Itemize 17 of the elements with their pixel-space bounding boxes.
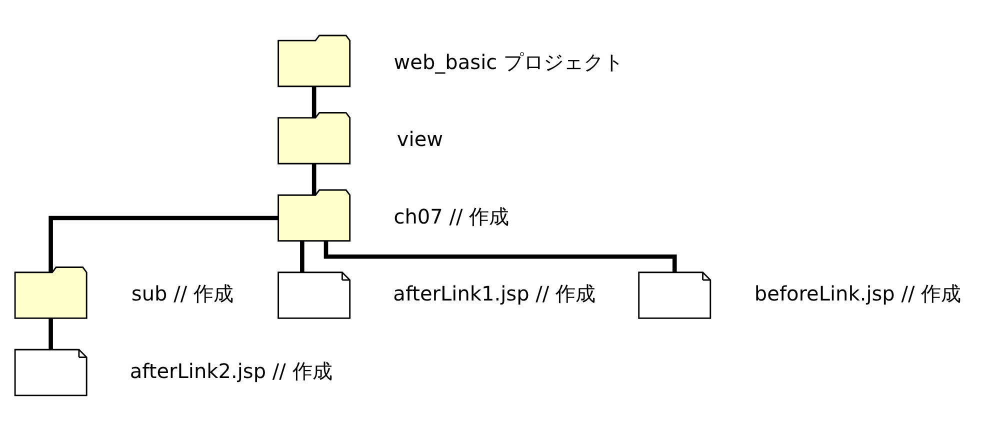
node-label: ch07 // 作成 bbox=[393, 204, 509, 228]
node-label: sub // 作成 bbox=[130, 281, 233, 306]
node-label: view bbox=[396, 126, 443, 151]
node-label: beforeLink.jsp // 作成 bbox=[754, 281, 961, 306]
node-label: afterLink2.jsp // 作成 bbox=[129, 358, 332, 382]
connector bbox=[300, 240, 304, 272]
connector bbox=[311, 86, 316, 118]
node-folder bbox=[277, 112, 350, 164]
connector bbox=[323, 240, 676, 272]
node-label: web_basic プロジェクト bbox=[393, 49, 624, 74]
connector bbox=[48, 318, 52, 349]
node-folder bbox=[277, 34, 350, 87]
connector bbox=[48, 215, 278, 272]
connector bbox=[311, 163, 316, 194]
node-folder bbox=[277, 188, 350, 242]
node-label: afterLink1.jsp // 作成 bbox=[392, 281, 596, 306]
node-folder bbox=[14, 266, 87, 318]
